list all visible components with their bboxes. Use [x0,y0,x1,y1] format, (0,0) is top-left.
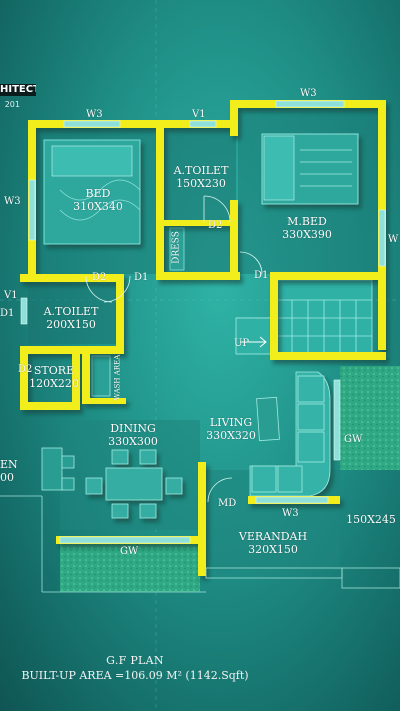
label-d1-bed: D1 [134,272,149,283]
living-sofa [249,371,331,497]
wash-basin [91,355,111,397]
room-kitchen-partial-name: EN [0,458,18,471]
room-living-name: LIVING [209,416,253,429]
label-w3-left: W3 [4,196,21,207]
room-atoilet-1-name: A.TOILET [173,164,229,177]
brand-sub: 201 [4,100,20,109]
room-store-name: STORE [33,364,75,377]
plan-title: G.F PLAN [106,654,164,667]
label-gw-bottom: GW [120,546,139,557]
room-dining-dim: 330X300 [108,435,158,448]
label-d2-left: D2 [18,364,33,375]
room-atoilet-1: A.TOILET 150X230 [170,164,232,190]
kitchen-counter [41,447,75,491]
label-d1-mbed: D1 [254,270,269,281]
lawn-right [340,366,400,470]
dining-set [85,449,183,519]
room-living: LIVING 330X320 [198,416,264,442]
lawn-bottom [60,544,200,592]
label-d2-toilet: D2 [208,220,223,231]
room-living-dim: 330X320 [206,429,256,442]
label-w3-mbed: W3 [300,88,317,99]
room-store: STORE 120X220 [28,364,80,390]
room-side-dim: 150X245 [346,513,396,526]
label-w-right: W [388,234,399,245]
room-verandah: VERANDAH 320X150 [234,530,312,556]
room-store-dim: 120X220 [29,377,79,390]
label-dress: DRESS [171,231,182,264]
dress-unit [169,227,185,271]
front-steps [0,495,400,593]
door-swings [85,195,263,503]
built-up-area: BUILT-UP AREA =106.09 M² (1142.Sqft) [21,669,249,682]
tv-unit [256,396,280,442]
room-verandah-dim: 320X150 [248,543,298,556]
label-gw-right: GW [344,434,363,445]
label-v1-top: V1 [192,109,206,120]
up-arrow [240,336,267,348]
room-kitchen-partial-dim: 00 [0,471,14,484]
room-atoilet-2-dim: 200X150 [46,318,96,331]
room-verandah-name: VERANDAH [238,530,308,543]
room-master-bed: M.BED 330X390 [272,215,342,241]
label-md: MD [218,498,237,509]
room-dining-name: DINING [110,422,156,435]
bed-furniture [43,139,141,245]
label-wash-area: WASH AREA [113,354,122,401]
room-atoilet-2-name: A.TOILET [43,305,99,318]
room-atoilet-1-dim: 150X230 [176,177,226,190]
label-d1-left: D1 [0,308,15,319]
room-atoilet-2: A.TOILET 200X150 [40,305,102,331]
room-kitchen-partial: EN 00 [0,458,18,484]
room-bed-dim: 310X340 [73,200,123,213]
windows [20,100,386,544]
staircase [235,279,373,355]
room-bed: BED 310X340 [68,187,128,213]
label-w3-bed: W3 [86,109,103,120]
label-v1-left: V1 [4,290,18,301]
label-up: UP [234,338,250,349]
brand-badge: HITECT [0,84,36,96]
label-d2-bed: D2 [92,272,107,283]
room-bed-name: BED [85,187,111,200]
master-bed-furniture [261,133,359,205]
label-w3-bottom: W3 [282,508,299,519]
room-master-bed-dim: 330X390 [282,228,332,241]
room-master-bed-name: M.BED [287,215,327,228]
room-dining: DINING 330X300 [100,422,166,448]
